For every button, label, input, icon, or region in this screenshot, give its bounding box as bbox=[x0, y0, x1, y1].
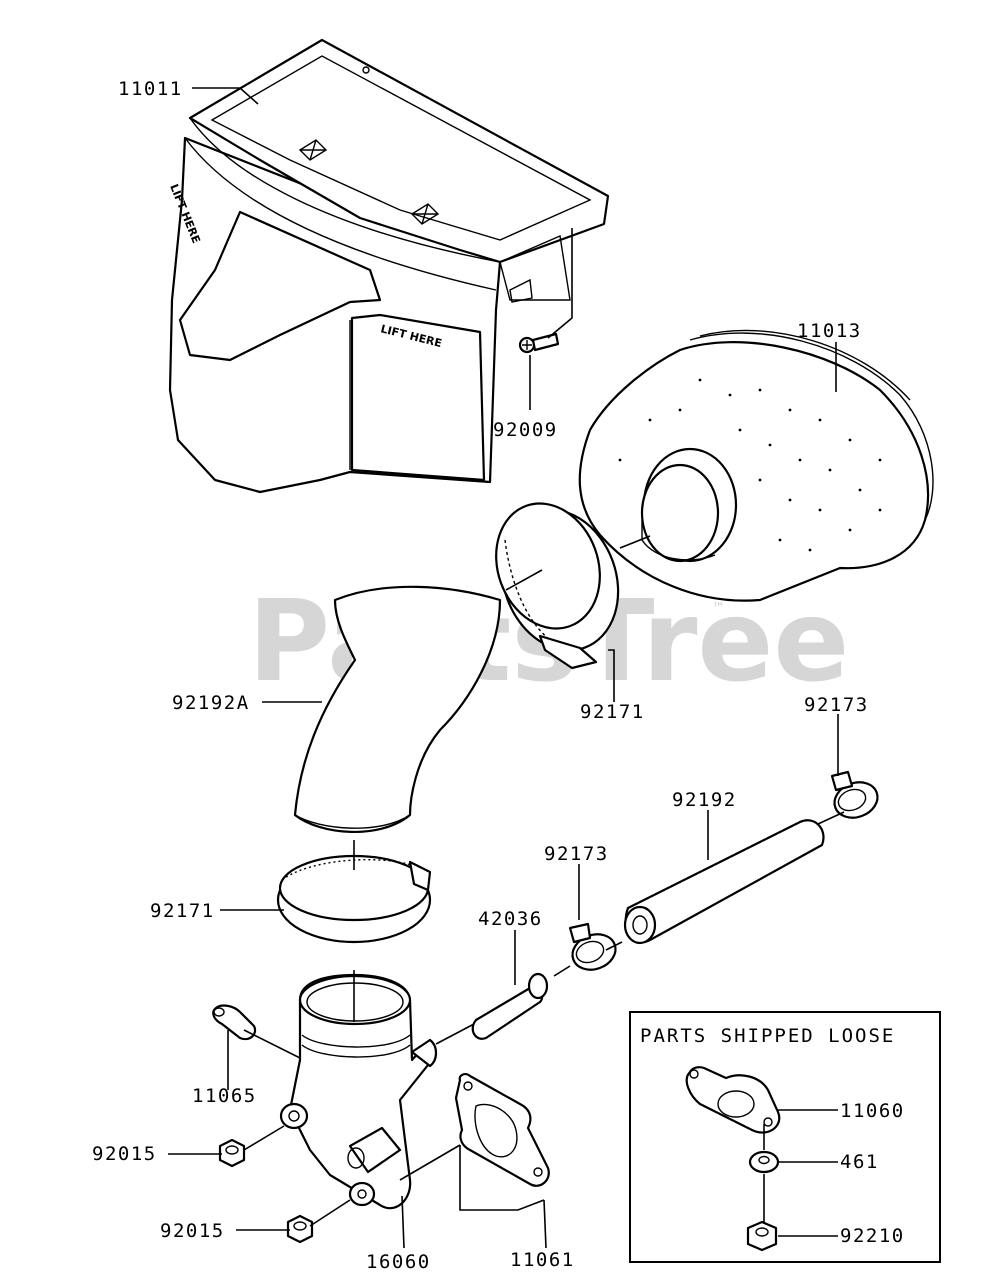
nut-92015-a[interactable] bbox=[218, 1138, 246, 1168]
air-cleaner-cover[interactable]: LIFT HERE LIFT HERE bbox=[167, 38, 610, 494]
air-filter-element[interactable] bbox=[578, 329, 934, 602]
label-42036[interactable]: 42036 bbox=[478, 908, 543, 930]
label-92173-top[interactable]: 92173 bbox=[804, 694, 869, 716]
label-11060[interactable]: 11060 bbox=[840, 1100, 905, 1122]
parts-shipped-loose-box: PARTS SHIPPED LOOSE bbox=[629, 1011, 941, 1263]
washer-461[interactable] bbox=[748, 1150, 780, 1174]
label-92171-top[interactable]: 92171 bbox=[580, 701, 645, 723]
fitting-42036[interactable] bbox=[471, 972, 549, 1040]
label-92192A[interactable]: 92192A bbox=[172, 692, 250, 714]
box-leader-lines bbox=[763, 1109, 838, 1237]
gasket-11061[interactable] bbox=[454, 1073, 550, 1187]
box-title: PARTS SHIPPED LOOSE bbox=[640, 1025, 895, 1047]
label-461[interactable]: 461 bbox=[840, 1151, 879, 1173]
label-11065[interactable]: 11065 bbox=[192, 1085, 257, 1107]
label-92192[interactable]: 92192 bbox=[672, 789, 737, 811]
label-92009[interactable]: 92009 bbox=[493, 419, 558, 441]
nut-92210[interactable] bbox=[746, 1220, 778, 1252]
part-labels: 11011 11013 92009 92171 92192A 92173 921… bbox=[92, 78, 905, 1273]
label-11061[interactable]: 11061 bbox=[510, 1249, 575, 1271]
screw-92009[interactable] bbox=[518, 332, 560, 354]
label-92171-bottom[interactable]: 92171 bbox=[150, 900, 215, 922]
clamp-92173-mid[interactable] bbox=[568, 922, 621, 975]
filter-perforations bbox=[618, 378, 882, 552]
pin-11065[interactable] bbox=[212, 1004, 257, 1041]
label-92173-mid[interactable]: 92173 bbox=[544, 843, 609, 865]
gasket-11060[interactable] bbox=[685, 1066, 781, 1134]
hose-clamp-92171-top[interactable] bbox=[479, 489, 637, 670]
elbow-hose-92192A[interactable] bbox=[293, 585, 502, 833]
nut-92015-b[interactable] bbox=[286, 1214, 314, 1244]
hose-clamp-92171-bottom[interactable] bbox=[276, 854, 432, 944]
label-92015-b[interactable]: 92015 bbox=[160, 1220, 225, 1242]
carburetor-joint-16060[interactable] bbox=[279, 973, 438, 1210]
label-11011[interactable]: 11011 bbox=[118, 78, 183, 100]
leader-lines bbox=[168, 87, 845, 1249]
trademark: ™ bbox=[712, 601, 725, 616]
label-92210[interactable]: 92210 bbox=[840, 1225, 905, 1247]
label-11013[interactable]: 11013 bbox=[797, 320, 862, 342]
label-92015-a[interactable]: 92015 bbox=[92, 1143, 157, 1165]
hose-92192[interactable] bbox=[623, 819, 825, 945]
clamp-92173-top[interactable] bbox=[830, 770, 883, 823]
label-16060[interactable]: 16060 bbox=[366, 1251, 431, 1273]
